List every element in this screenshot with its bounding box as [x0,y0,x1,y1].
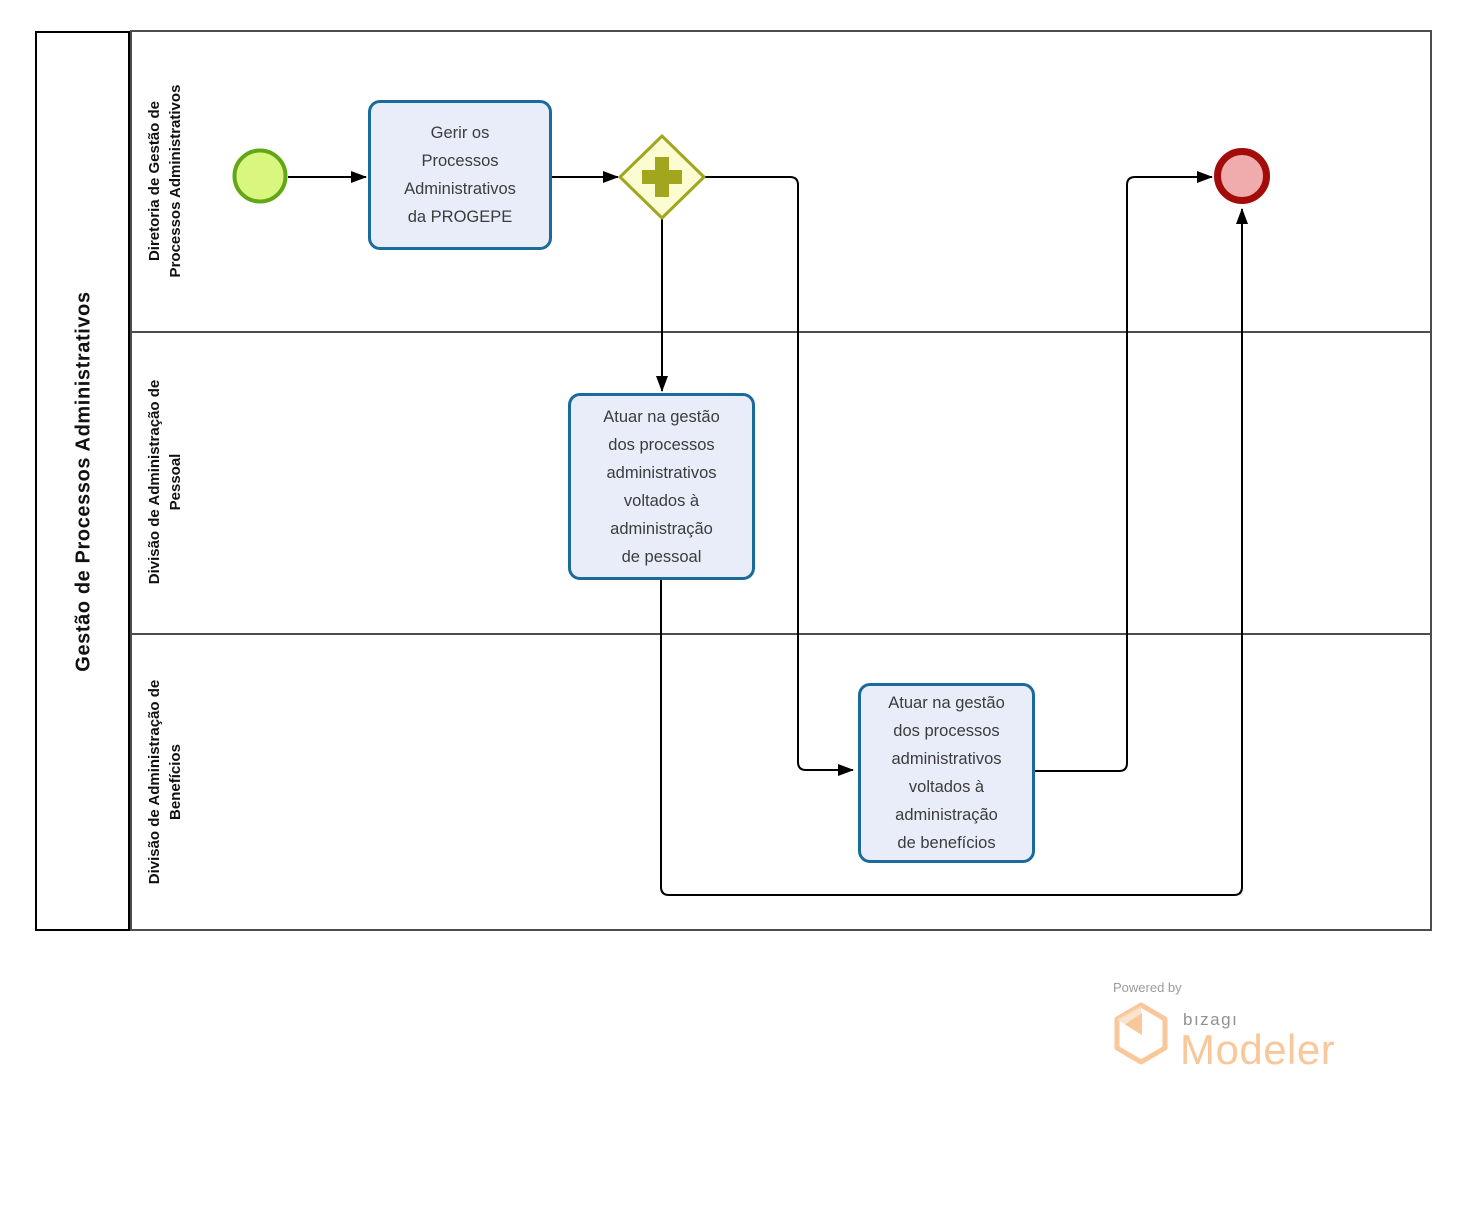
hexagon-outline [1114,1002,1168,1065]
bizagi-logo-icon [1114,1002,1168,1065]
lane-divider-1 [130,331,1432,333]
flow-gateway-to-task3 [704,176,854,776]
hexagon-fold [1125,1013,1142,1035]
start-event [234,150,286,202]
task-gestao-pessoal: Atuar na gestão dos processos administra… [568,393,755,580]
end-event [1217,151,1267,201]
end-event-ring [1214,148,1270,204]
modeler-wordmark: Modeler [1180,1026,1336,1073]
powered-by-text: Powered by [1113,980,1182,995]
task-label: Atuar na gestão dos processos administra… [888,694,1005,852]
task-gerir-processos: Gerir os Processos Administrativos da PR… [368,100,552,250]
bizagi-wordmark: bızagı [1183,1010,1239,1029]
lane-divider-2 [130,633,1432,635]
pool-header-cell [35,31,130,931]
parallel-gateway-border [618,134,706,220]
flow-task2-to-end [660,208,1248,896]
flow-task3-to-end [1035,171,1213,772]
task-label: Gerir os Processos Administrativos da PR… [404,124,516,226]
plus-icon [642,157,682,197]
start-event-ring [232,148,288,204]
lanes-container [130,30,1432,931]
task-gestao-beneficios: Atuar na gestão dos processos administra… [858,683,1035,863]
task-label: Atuar na gestão dos processos administra… [603,407,720,566]
